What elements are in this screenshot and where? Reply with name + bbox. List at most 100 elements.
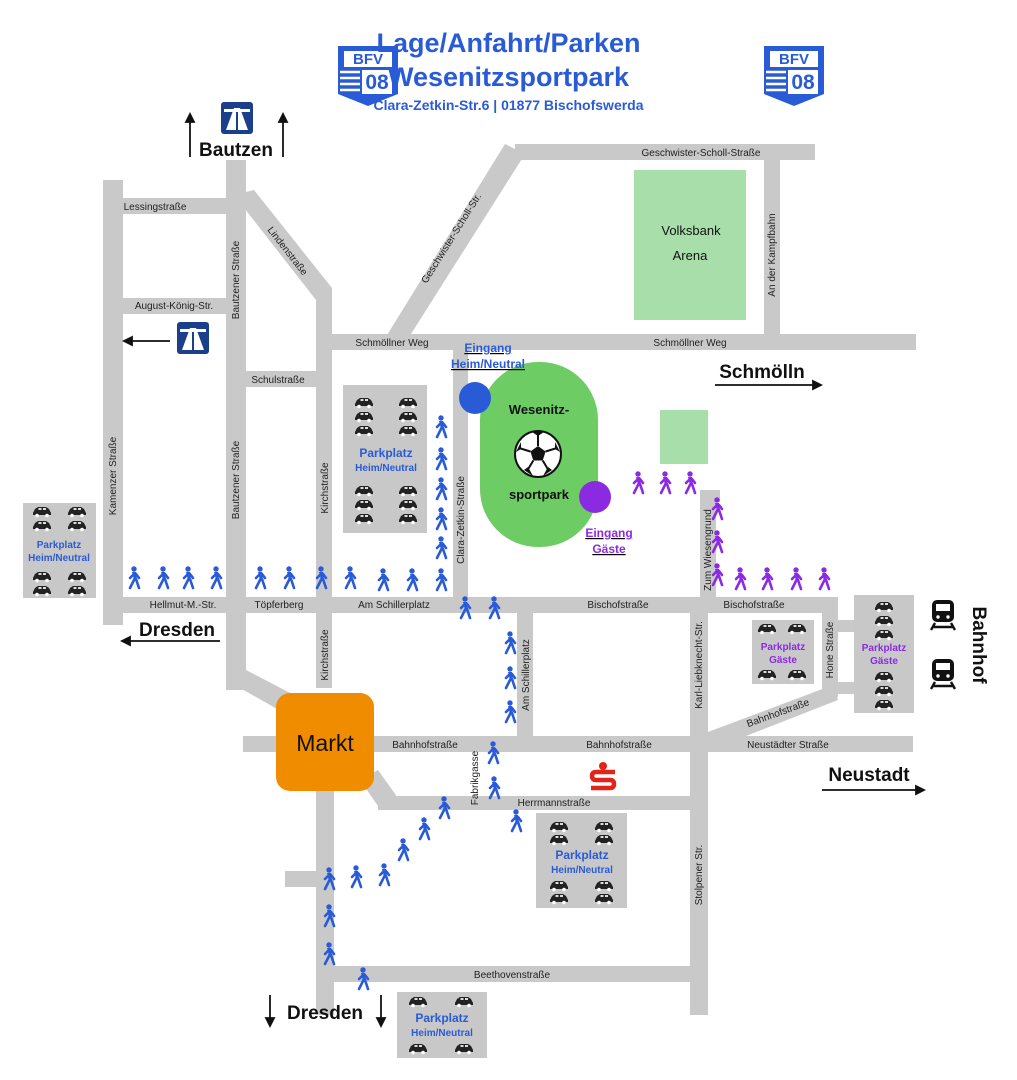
pedestrian-icon (344, 564, 357, 590)
direction-bautzen: Bautzen (199, 140, 273, 161)
soccer-ball-icon (514, 430, 562, 478)
svg-text:08: 08 (791, 71, 815, 94)
pedestrian-icon (684, 469, 697, 495)
pedestrian-icon (488, 774, 501, 800)
pedestrian-icon (210, 564, 223, 590)
guest-entrance-label-1: Eingang (585, 526, 632, 540)
pedestrian-icon (128, 564, 141, 590)
pedestrian-icon (254, 564, 267, 590)
stadium-label-1: Wesenitz- (509, 402, 569, 417)
autobahn-icon (177, 322, 209, 354)
direction-dresden-south: Dresden (287, 1003, 363, 1024)
pedestrian-icon (818, 565, 831, 591)
page-title-line1: Lage/Anfahrt/Parken (376, 28, 641, 58)
street-kirch-2: Kirchstraße (320, 629, 331, 681)
arena-label-1: Volksbank (661, 223, 721, 238)
street-hellmut: Hellmut-M.-Str. (150, 600, 217, 611)
pedestrian-icon (350, 863, 363, 889)
street-clara-zetkin: Clara-Zetkin-Straße (456, 476, 467, 564)
parking-lot-south (397, 992, 487, 1058)
svg-text:BFV: BFV (779, 51, 809, 68)
pedestrian-icon (397, 836, 410, 862)
street-gsch-diag: Geschwister-Scholl-Str. (420, 192, 484, 286)
home-entrance-label-1: Eingang (464, 341, 511, 355)
pedestrian-icon (182, 564, 195, 590)
street-fabrikgasse: Fabrikgasse (470, 750, 481, 805)
street-karl-liebknecht: Karl-Liebknecht-Str. (694, 621, 705, 709)
guest-walking-route (632, 469, 831, 591)
street-herrmann: Herrmannstraße (518, 798, 591, 809)
pedestrian-icon (504, 629, 517, 655)
parking-lot-guest-2 (854, 595, 914, 713)
street-am-schillerplatz-1: Am Schillerplatz (358, 600, 430, 611)
street-stolpener: Stolpener Str. (694, 845, 705, 906)
parking-herrmann-label-1: Parkplatz (555, 848, 608, 862)
pedestrian-icon (761, 565, 774, 591)
street-kirch-1: Kirchstraße (320, 462, 331, 514)
parking-guest2-label-2: Gäste (870, 656, 898, 667)
page-title-line2: Wesenitzsportpark (387, 62, 630, 92)
direction-neustadt: Neustadt (828, 765, 910, 786)
parking-south-label-2: Heim/Neutral (411, 1028, 473, 1039)
parking-west-label-1: Parkplatz (37, 540, 81, 551)
pedestrian-icon (435, 445, 448, 471)
pedestrian-icon (659, 469, 672, 495)
parking-herrmann-label-2: Heim/Neutral (551, 865, 613, 876)
street-toepferberg: Töpferberg (255, 600, 304, 611)
direction-schmoelln: Schmölln (719, 362, 805, 383)
guest-entrance-marker (579, 481, 611, 513)
parking-lot-west (23, 503, 96, 598)
street-schul: Schulstraße (251, 375, 305, 386)
street-august-koenig: August-König-Str. (135, 301, 213, 312)
stadium-label-2: sportpark (509, 487, 570, 502)
club-logo-left: BFV 08 (336, 44, 400, 108)
train-icon (929, 598, 957, 632)
pedestrian-icon (435, 566, 448, 592)
club-logo-right: BFV 08 (762, 44, 826, 108)
sparkasse-icon (589, 762, 617, 791)
pedestrian-icon (632, 469, 645, 495)
street-gsch-top: Geschwister-Scholl-Straße (642, 148, 761, 159)
parking-central-label-1: Parkplatz (359, 446, 412, 460)
pedestrian-icon (504, 698, 517, 724)
pedestrian-icon (435, 475, 448, 501)
pedestrian-icon (790, 565, 803, 591)
parking-central-label-2: Heim/Neutral (355, 463, 417, 474)
svg-text:BFV: BFV (353, 51, 383, 68)
markt-square (276, 693, 374, 791)
road-network (103, 144, 916, 1015)
pedestrian-icon (377, 566, 390, 592)
street-bischof-1: Bischofstraße (587, 600, 649, 611)
pedestrian-icon (406, 566, 419, 592)
pedestrian-icon (734, 565, 747, 591)
street-am-schillerplatz-2: Am Schillerplatz (521, 639, 532, 711)
pedestrian-icon (435, 413, 448, 439)
street-bautzener-1: Bautzener Straße (231, 240, 242, 319)
street-schmoellner-1: Schmöllner Weg (355, 338, 428, 349)
street-kamenzer: Kamenzer Straße (108, 436, 119, 515)
parking-south-label-1: Parkplatz (415, 1011, 468, 1025)
pedestrian-icon (378, 861, 391, 887)
pedestrian-icon (435, 505, 448, 531)
arena-label-2: Arena (673, 248, 708, 263)
street-bahnhof-2: Bahnhofstraße (586, 740, 652, 751)
street-lessingstrasse: Lessingstraße (124, 202, 187, 213)
green-field (660, 410, 708, 464)
parking-guest2-label-1: Parkplatz (862, 643, 906, 654)
pedestrian-icon (283, 564, 296, 590)
volksbank-arena (634, 170, 746, 320)
street-hone: Hone Straße (825, 621, 836, 678)
direction-bahnhof: Bahnhof (968, 606, 989, 684)
pedestrian-icon (504, 664, 517, 690)
direction-arrows (119, 111, 927, 1029)
street-beethoven: Beethovenstraße (474, 970, 551, 981)
street-schmoellner-2: Schmöllner Weg (653, 338, 726, 349)
street-neustaedter: Neustädter Straße (747, 740, 829, 751)
street-bischof-2: Bischofstraße (723, 600, 785, 611)
parking-lot-guest-1 (752, 620, 814, 684)
pedestrian-icon (157, 564, 170, 590)
direction-dresden-west: Dresden (139, 620, 215, 641)
pedestrian-icon (418, 815, 431, 841)
parking-lot-herrmann (536, 813, 627, 908)
